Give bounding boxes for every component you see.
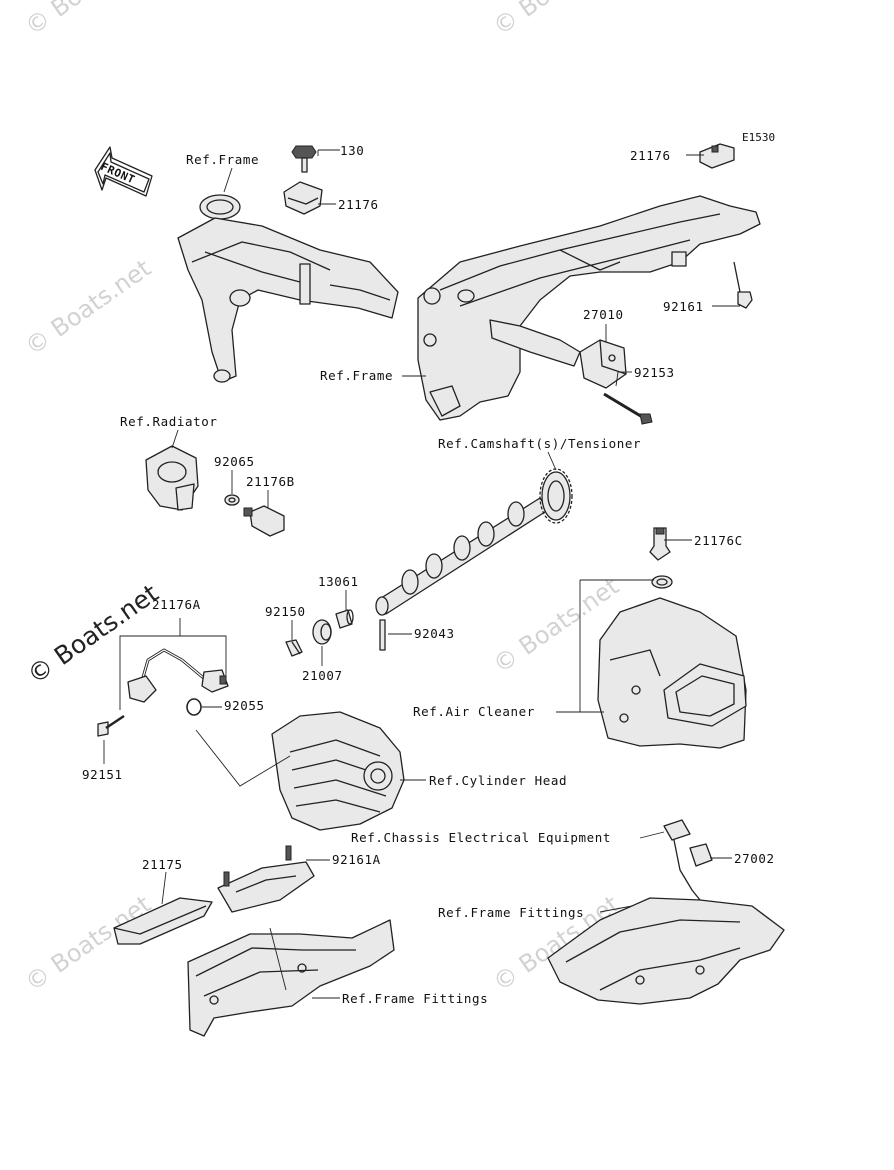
frame-fittings-right-drawing: [547, 897, 785, 1005]
part-label-92153: 92153: [634, 365, 675, 380]
bolt-92153-drawing: [603, 392, 653, 425]
part-label-21176C: 21176C: [694, 533, 743, 548]
plug-21007-drawing: [312, 619, 332, 645]
part-label-92161A: 92161A: [332, 852, 381, 867]
sensor-27010-drawing: [579, 339, 627, 389]
sensor-21176C-drawing: [649, 527, 671, 561]
frame-left-drawing: [177, 194, 399, 383]
part-label-92065: 92065: [214, 454, 255, 469]
part-label-130: 130: [340, 143, 365, 158]
bracket-21176A: [119, 618, 181, 710]
part-label-27002: 27002: [734, 851, 775, 866]
diagram-code: E1530: [742, 131, 776, 144]
ref-label-frame: Ref.Frame: [320, 368, 394, 383]
part-label-92043: 92043: [414, 626, 455, 641]
part-label-13061: 13061: [318, 574, 359, 589]
pin-92043-drawing: [379, 619, 386, 651]
camshaft-drawing: [375, 468, 573, 616]
bolt-92150-drawing: [285, 639, 303, 657]
part-label-92150: 92150: [265, 604, 306, 619]
part-label-92055: 92055: [224, 698, 265, 713]
ref-label-chassis-electrical: Ref.Chassis Electrical Equipment: [351, 830, 612, 845]
part-label-92151: 92151: [82, 767, 123, 782]
part-label-21176: 21176: [630, 148, 671, 163]
seal-drawing: [651, 575, 673, 589]
oring-92055-drawing: [186, 698, 202, 716]
ref-label-cylinder-head: Ref.Cylinder Head: [429, 773, 568, 788]
ref-label-camshaft: Ref.Camshaft(s)/Tensioner: [438, 436, 642, 451]
frame-right-drawing: [417, 195, 761, 421]
air-cleaner-drawing: [597, 597, 747, 749]
ref-label-frame-fittings: Ref.Frame Fittings: [438, 905, 585, 920]
part-label-21176: 21176: [338, 197, 379, 212]
sensor-21176A-drawing: [127, 648, 229, 703]
ref-label-radiator: Ref.Radiator: [120, 414, 218, 429]
bolt-92151-drawing: [97, 714, 125, 737]
ref-label-frame: Ref.Frame: [186, 152, 260, 167]
sensor-21176-right-drawing: [699, 143, 735, 169]
cylinder-head-link: [195, 729, 291, 787]
ref-label-frame-fittings: Ref.Frame Fittings: [342, 991, 489, 1006]
leader-lines: [103, 149, 740, 999]
ref-label-air-cleaner: Ref.Air Cleaner: [413, 704, 535, 719]
connector-chassis-drawing: [663, 819, 713, 901]
bracket-21176A: [180, 635, 227, 676]
front-arrow-icon: [94, 146, 153, 197]
sensor-21176-top-drawing: [283, 181, 323, 215]
bolt-130-drawing: [291, 145, 317, 173]
sensor-21176B-drawing: [243, 505, 285, 537]
part-label-21007: 21007: [302, 668, 343, 683]
part-label-92161: 92161: [663, 299, 704, 314]
part-label-21176A: 21176A: [152, 597, 201, 612]
bolt-92161-drawing: [733, 261, 753, 309]
frame-fittings-left-drawing: [187, 919, 395, 1037]
part-label-21175: 21175: [142, 857, 183, 872]
radiator-housing-drawing: [145, 445, 199, 511]
part-label-21176B: 21176B: [246, 474, 295, 489]
mount-92161A-drawing: [217, 845, 315, 913]
cylinder-head-drawing: [271, 711, 405, 831]
sleeve-13061-drawing: [335, 609, 354, 629]
cover-21175-drawing: [113, 897, 213, 945]
part-label-27010: 27010: [583, 307, 624, 322]
washer-92065-drawing: [224, 494, 240, 506]
